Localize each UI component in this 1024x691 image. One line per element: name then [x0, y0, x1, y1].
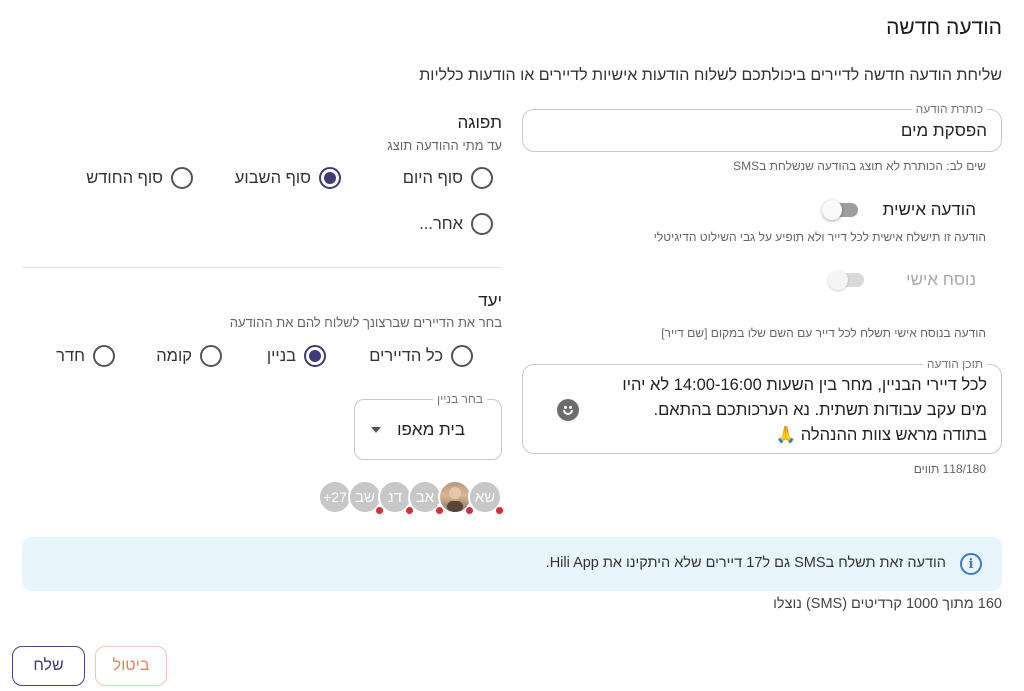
radio-icon: [200, 345, 222, 367]
message-title-value: הפסקת מים: [900, 121, 987, 140]
message-content-field[interactable]: תוכן הודעה לכל דיירי הבניין, מחר בין השע…: [522, 357, 1002, 454]
personal-wording-toggle[interactable]: [828, 270, 864, 290]
message-content-text: לכל דיירי הבניין, מחר בין השעות 14:00-16…: [607, 373, 987, 448]
message-title-hint: שים לב: הכותרת לא תוצג בהודעה שנשלחת בSM…: [733, 159, 986, 173]
personal-message-toggle[interactable]: [822, 200, 858, 220]
radio-icon: [471, 167, 493, 189]
personal-message-label: הודעה אישית: [882, 200, 976, 219]
duration-option-other[interactable]: אחר...: [419, 213, 493, 235]
message-title-field[interactable]: כותרת הודעה הפסקת מים: [522, 102, 1002, 152]
duration-title: תפוגה: [457, 113, 503, 132]
page-title: הודעה חדשה: [886, 16, 1002, 39]
radio-icon: [471, 213, 493, 235]
target-subtitle: בחר את הדיירים שברצונך לשלוח להם את ההוד…: [229, 315, 502, 330]
radio-checked-icon: [319, 167, 341, 189]
radio-checked-icon: [304, 345, 326, 367]
page-subtitle: שליחת הודעה חדשה לדיירים ביכולתכם לשלוח …: [419, 67, 1002, 84]
radio-icon: [93, 345, 115, 367]
personal-wording-row: נוסח אישי: [736, 269, 976, 291]
target-title: יעד: [478, 291, 502, 310]
radio-icon: [451, 345, 473, 367]
section-divider: [22, 267, 502, 268]
sms-info-text: הודעה זאת תשלח בSMS גם ל17 דיירים שלא הי…: [545, 555, 946, 571]
send-button[interactable]: שלח: [12, 646, 85, 686]
message-line-3: בתודה מראש צוות ההנהלה 🙏: [775, 426, 987, 444]
smiley-icon[interactable]: [557, 399, 579, 421]
personal-message-row: הודעה אישית: [736, 199, 976, 221]
avatar-more-count: +27: [318, 480, 352, 514]
building-select[interactable]: בחר בניין בית מאפו: [354, 392, 502, 460]
radio-icon: [171, 167, 193, 189]
duration-subtitle: עד מתי ההודעה תוצג: [387, 138, 502, 153]
message-char-counter: 118/180 תווים: [913, 462, 986, 476]
message-content-legend: תוכן הודעה: [922, 357, 987, 371]
sms-credits: 160 מתוך 1000 קרדיטים (SMS) נוצלו: [773, 596, 1002, 612]
chevron-down-icon: [371, 427, 381, 433]
message-title-legend: כותרת הודעה: [911, 102, 987, 116]
duration-option-end-of-month[interactable]: סוף החודש: [86, 167, 193, 189]
duration-option-end-of-week[interactable]: סוף השבוע: [235, 167, 341, 189]
info-icon: i: [960, 553, 982, 575]
sms-info-banner: i הודעה זאת תשלח בSMS גם ל17 דיירים שלא …: [22, 537, 1002, 591]
message-line-2: מים עקב עבודות תשתית. נא הערכותכם בהתאם.: [653, 401, 987, 419]
building-select-value: בית מאפו: [397, 420, 465, 439]
target-option-building[interactable]: בניין: [267, 345, 326, 367]
personal-message-hint: הודעה זו תישלח אישית לכל דייר ולא תופיע …: [653, 230, 986, 244]
personal-wording-label: נוסח אישי: [906, 270, 976, 289]
recipient-avatars[interactable]: שא אב דנ שב +27: [312, 480, 504, 520]
target-option-all-tenants[interactable]: כל הדיירים: [369, 345, 473, 367]
personal-wording-hint: הודעה בנוסח אישי תשלח לכל דייר עם השם של…: [661, 326, 986, 340]
message-line-1: לכל דיירי הבניין, מחר בין השעות 14:00-16…: [622, 376, 987, 394]
target-option-floor[interactable]: קומה: [156, 345, 222, 367]
target-option-room[interactable]: חדר: [56, 345, 115, 367]
building-select-legend: בחר בניין: [432, 392, 487, 406]
duration-option-end-of-day[interactable]: סוף היום: [403, 167, 493, 189]
cancel-button[interactable]: ביטול: [95, 646, 167, 686]
